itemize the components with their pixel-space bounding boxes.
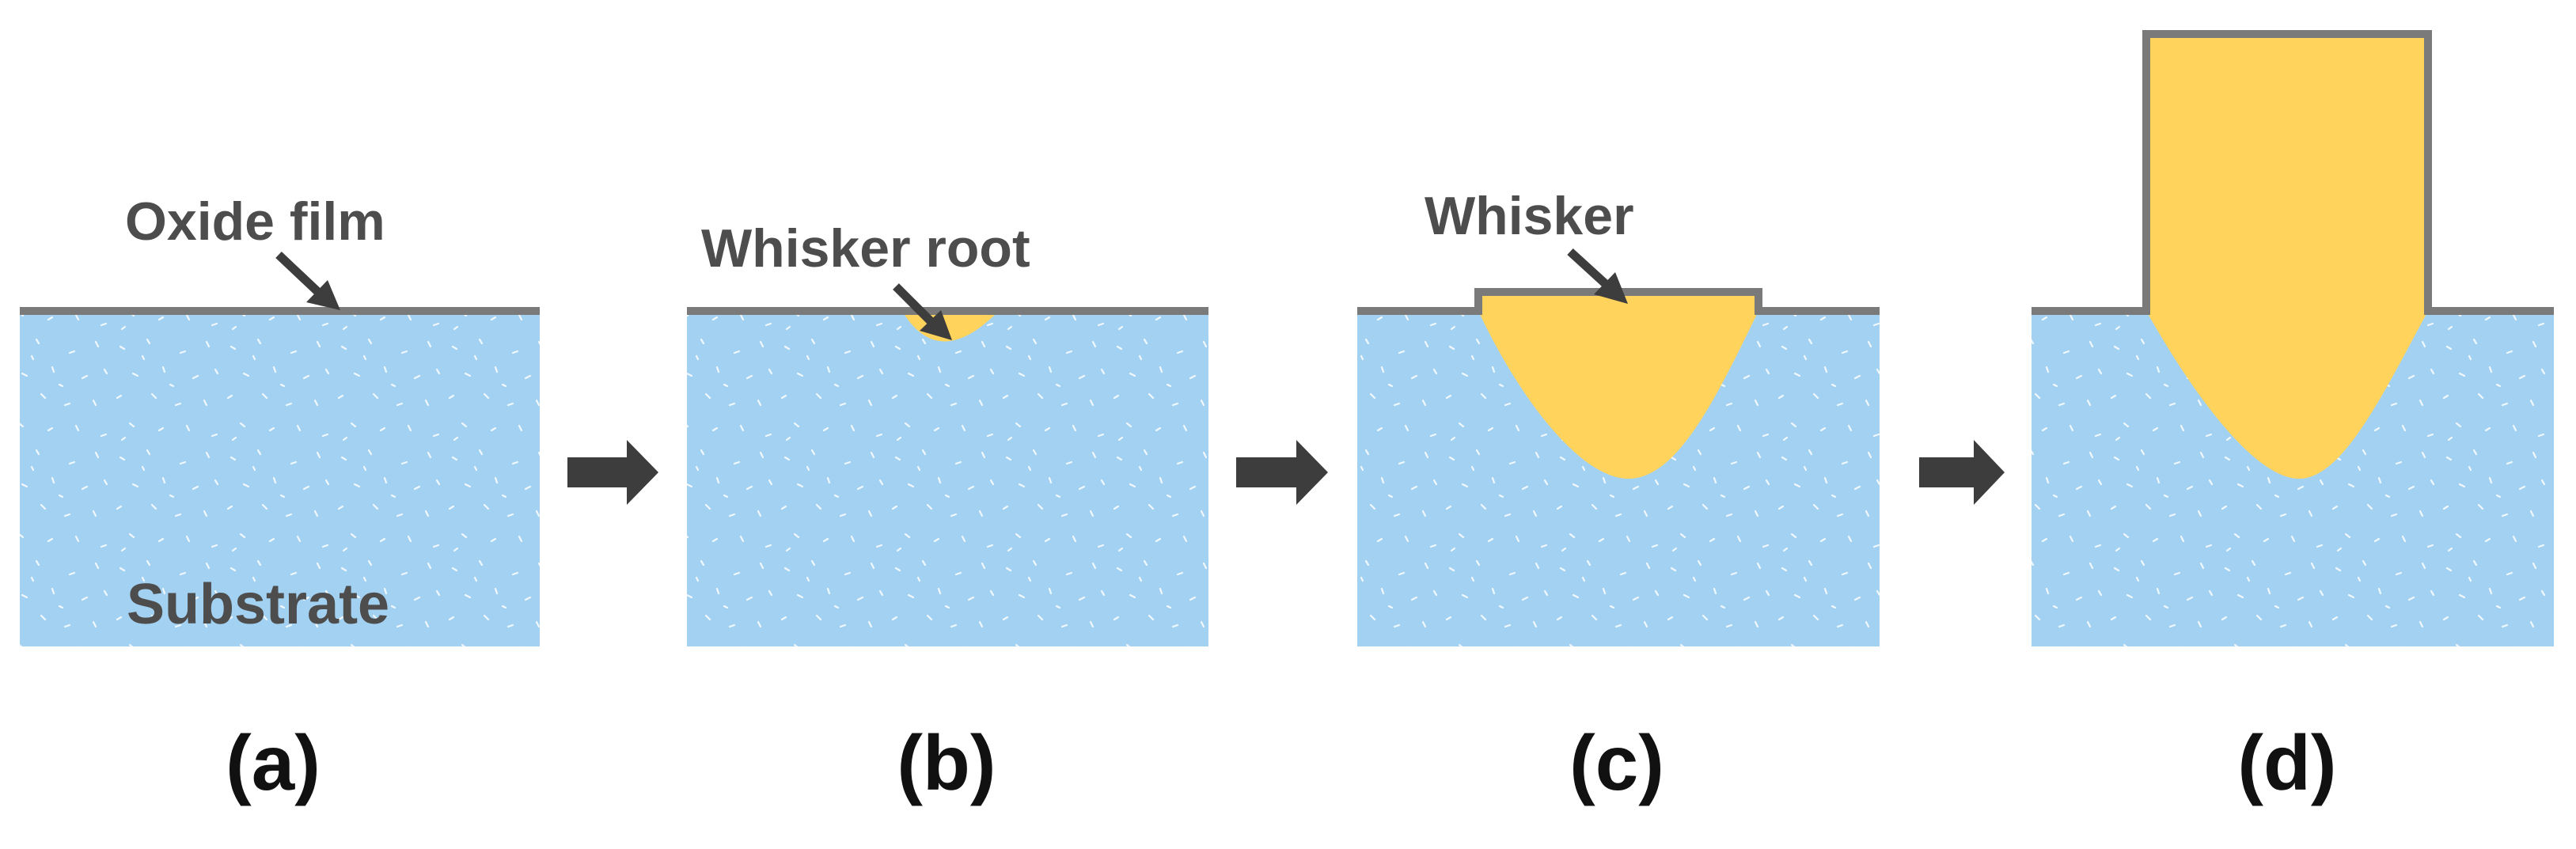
whisker-root-pointer-arrow [893,283,952,340]
panel-label-b: (b) [897,719,996,806]
whisker-body [1478,294,1758,479]
substrate-block [687,311,1208,646]
oxide-film-pointer-arrow [275,251,340,310]
panel-d: (d) [2032,30,2554,806]
step-arrow-a-b [567,440,658,505]
whisker-label: Whisker [1425,186,1634,246]
whisker-pointer-arrow [1567,248,1628,304]
step-arrow-c-d [1919,440,2005,505]
panel-label-c: (c) [1569,719,1664,806]
oxide-film-line [2032,30,2554,315]
panel-label-a: (a) [226,719,321,806]
oxide-film-label: Oxide film [125,191,385,252]
step-arrow-b-c [1236,440,1328,505]
panel-label-d: (d) [2237,719,2336,806]
substrate-block [20,311,540,646]
panel-a: Oxide film Substrate (a) [20,191,540,806]
panel-b: Whisker root (b) [687,218,1208,806]
substrate-label: Substrate [127,573,389,636]
whisker-body [2146,34,2428,479]
whisker-root-label: Whisker root [701,218,1030,279]
panel-c: Whisker (c) [1357,186,1880,806]
